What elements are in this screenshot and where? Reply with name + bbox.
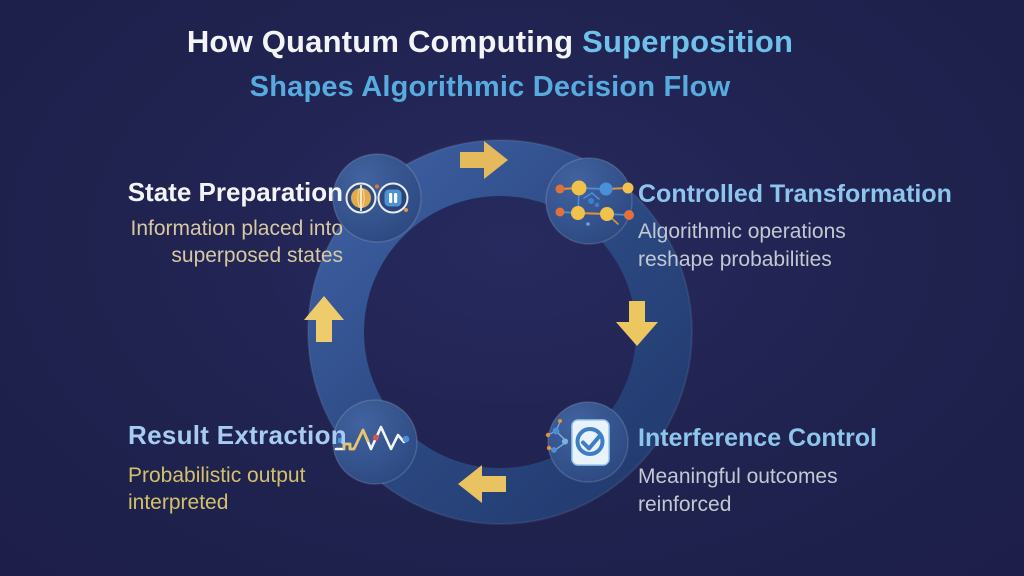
- flow-arrow-bottom-left-icon: [458, 465, 506, 503]
- result-extraction-badge: [332, 399, 418, 485]
- node-label: Result Extraction: [128, 420, 347, 450]
- node-description-line1: Information placed into: [130, 217, 343, 240]
- state-preparation-badge: [332, 153, 422, 243]
- node-result-extraction: Result Extraction Probabilistic output i…: [128, 420, 347, 516]
- node-description-line1: Meaningful outcomes: [638, 465, 838, 488]
- page-title-accent: Superposition: [582, 24, 794, 59]
- interference-control-badge: [545, 401, 629, 483]
- node-description-line2: reshape probabilities: [638, 248, 832, 271]
- node-description-line1: Algorithmic operations: [638, 220, 846, 243]
- page-title: How Quantum Computing Superposition: [0, 24, 980, 60]
- node-description-line1: Probabilistic output: [128, 464, 306, 487]
- controlled-transformation-badge: [545, 157, 634, 245]
- node-state-preparation: State Preparation Information placed int…: [128, 177, 343, 269]
- node-description-line2: reinforced: [638, 493, 732, 516]
- cycle-ring: [308, 140, 692, 524]
- node-label: Interference Control: [638, 424, 877, 452]
- node-interference-control: Interference Control Meaningful outcomes…: [638, 424, 877, 519]
- node-description: Algorithmic operations reshape probabili…: [638, 218, 952, 274]
- node-label: State Preparation: [127, 177, 343, 207]
- page-subtitle: Shapes Algorithmic Decision Flow: [249, 71, 731, 103]
- page-title-main: How Quantum Computing: [186, 24, 574, 59]
- node-description-line2: interpreted: [128, 491, 229, 514]
- node-description-line2: superposed states: [171, 244, 343, 267]
- cycle-ring-highlight: [307, 139, 693, 525]
- node-description: Information placed into superposed state…: [128, 215, 343, 269]
- node-label: Controlled Transformation: [638, 180, 952, 208]
- node-controlled-transformation: Controlled Transformation Algorithmic op…: [638, 180, 952, 274]
- circuit-network-icon: [555, 180, 634, 226]
- waveform-icon: [334, 425, 410, 451]
- node-description: Meaningful outcomes reinforced: [638, 463, 877, 519]
- flow-arrow-left-up-icon: [304, 296, 344, 342]
- flow-arrow-top-right-icon: [460, 141, 508, 179]
- flow-arrow-right-down-icon: [616, 301, 658, 346]
- node-description: Probabilistic output interpreted: [128, 462, 347, 516]
- checkmark-card-icon: [545, 419, 610, 466]
- qubit-pair-icon: [345, 182, 409, 214]
